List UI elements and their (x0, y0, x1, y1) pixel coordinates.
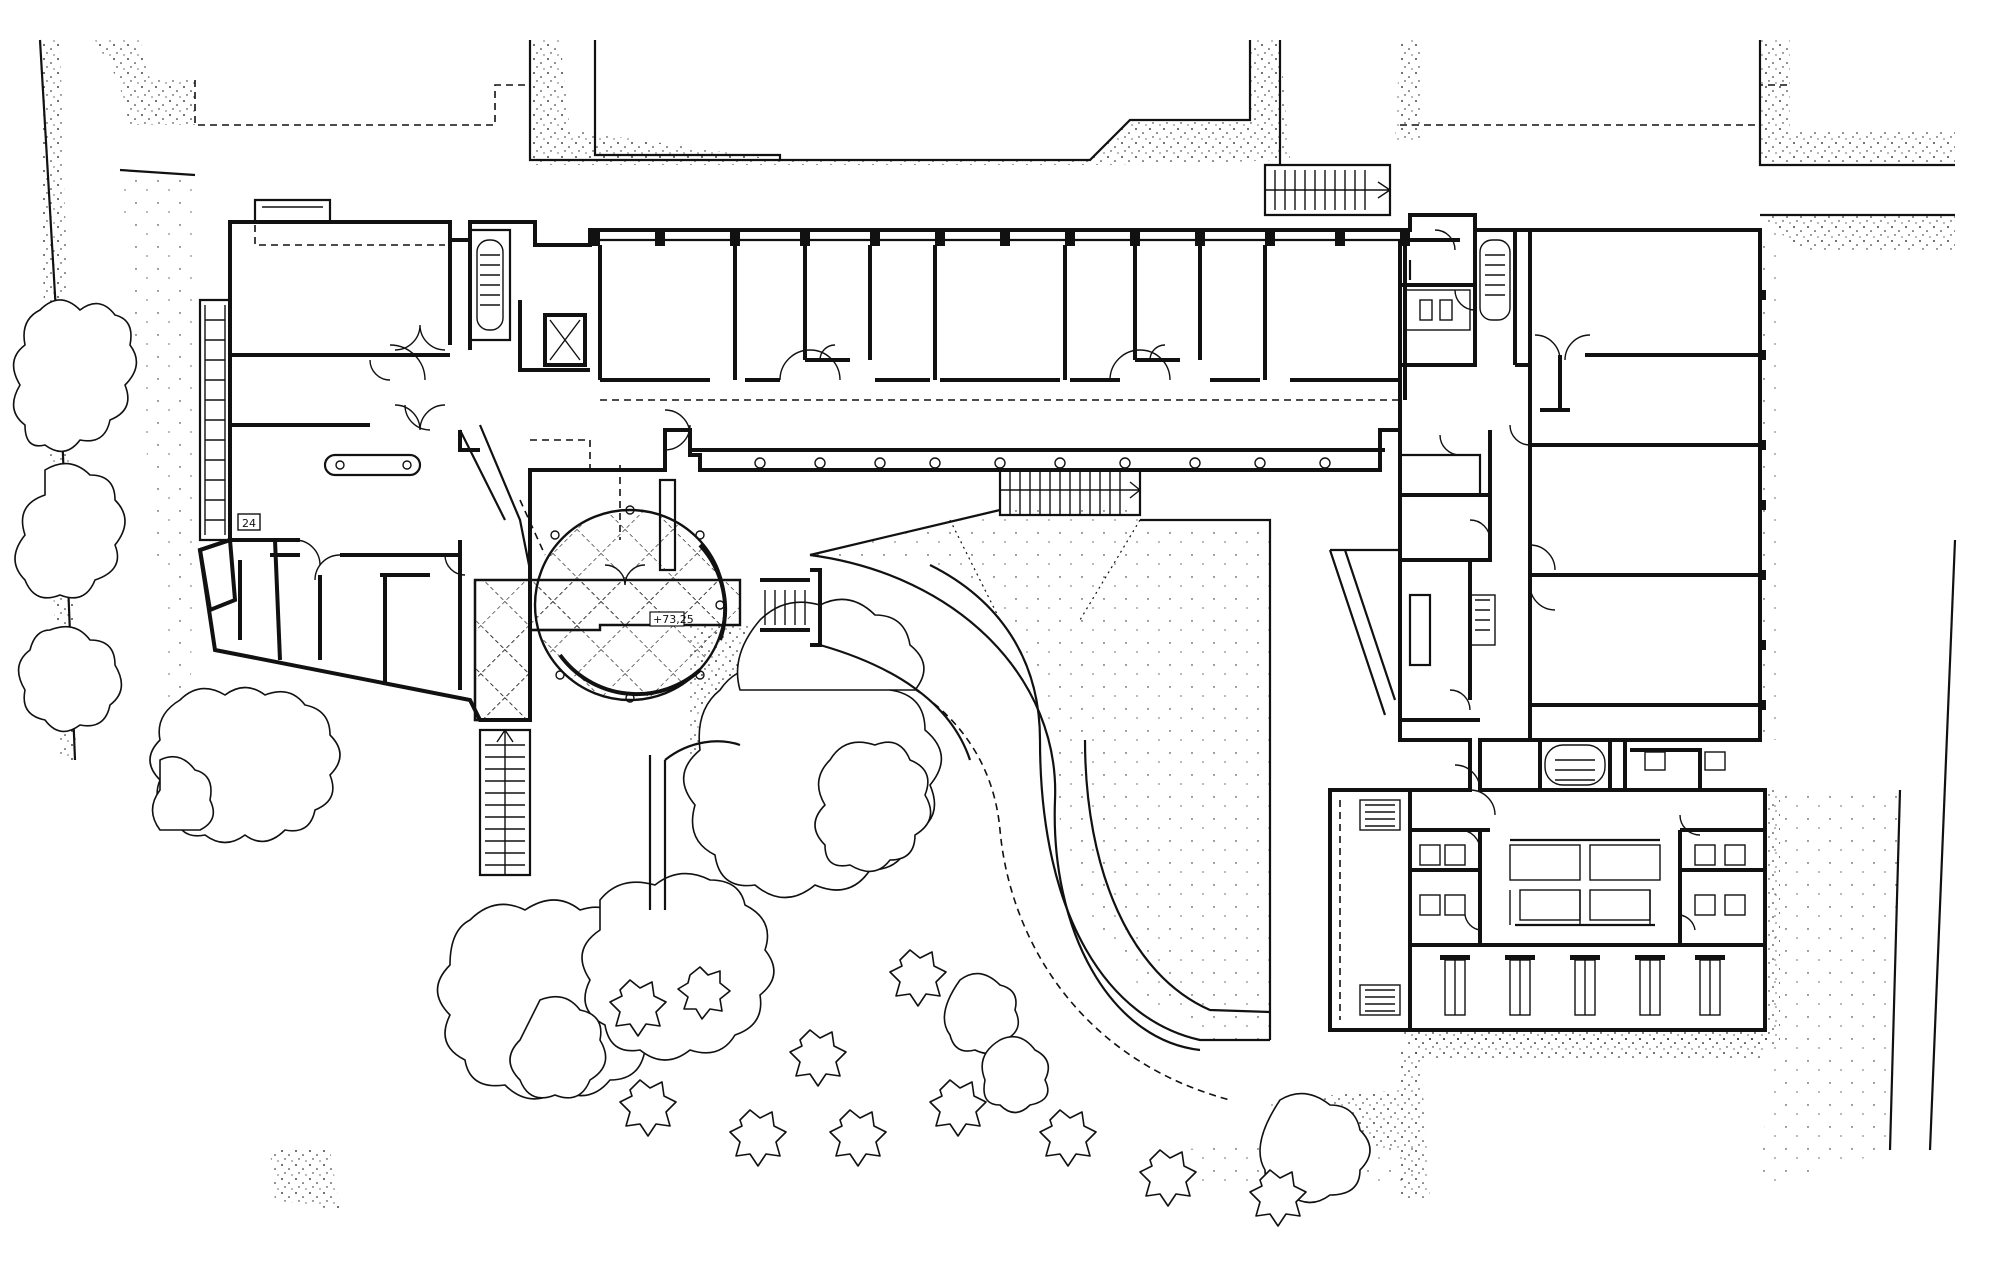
tree-canopies (12, 299, 1371, 1227)
building-plan: 24 +73,25 (197, 163, 1767, 1032)
room-number-label: 24 (242, 517, 256, 530)
edge-stipple (1405, 230, 1780, 1045)
elevation-mark: +73,25 (653, 613, 694, 626)
